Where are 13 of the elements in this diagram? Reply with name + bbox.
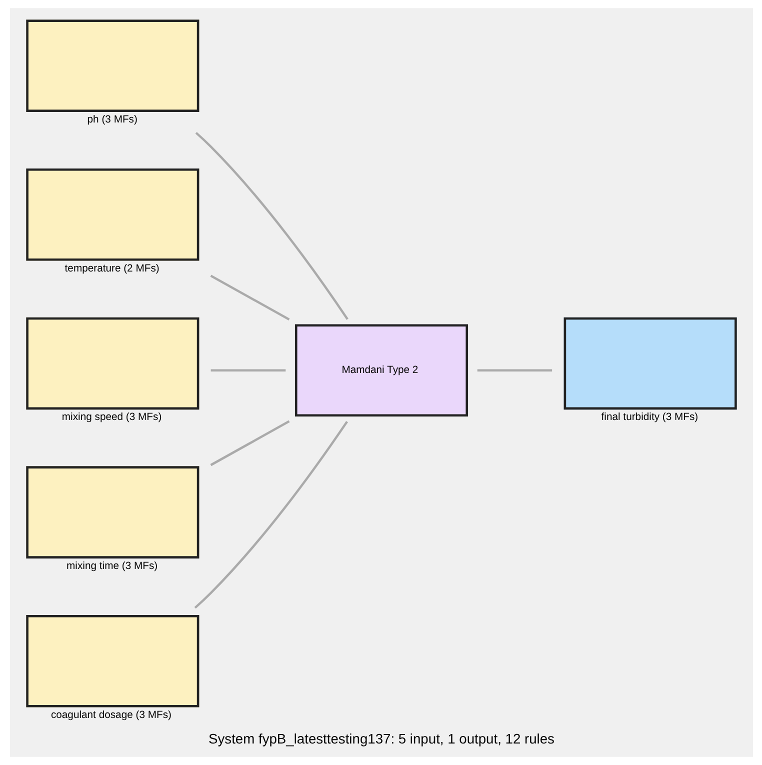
- connector: [476, 369, 552, 372]
- node-label: temperature (2 MFs): [64, 263, 159, 274]
- connector: [210, 369, 286, 372]
- connector: [194, 420, 348, 609]
- node-label: final turbidity (3 MFs): [600, 412, 698, 424]
- node-label: mixing time (3 MFs): [66, 561, 158, 572]
- connector: [194, 132, 348, 320]
- caption: System fypB_latesttesting137: 5 input, 1 output, 12 rules: [208, 730, 554, 747]
- connector: [210, 274, 290, 320]
- node-label: ph (3 MFs): [86, 114, 137, 126]
- node-label: coagulant dosage (3 MFs): [50, 710, 171, 721]
- connector: [210, 420, 290, 466]
- node-label: mixing speed (3 MFs): [61, 412, 162, 424]
